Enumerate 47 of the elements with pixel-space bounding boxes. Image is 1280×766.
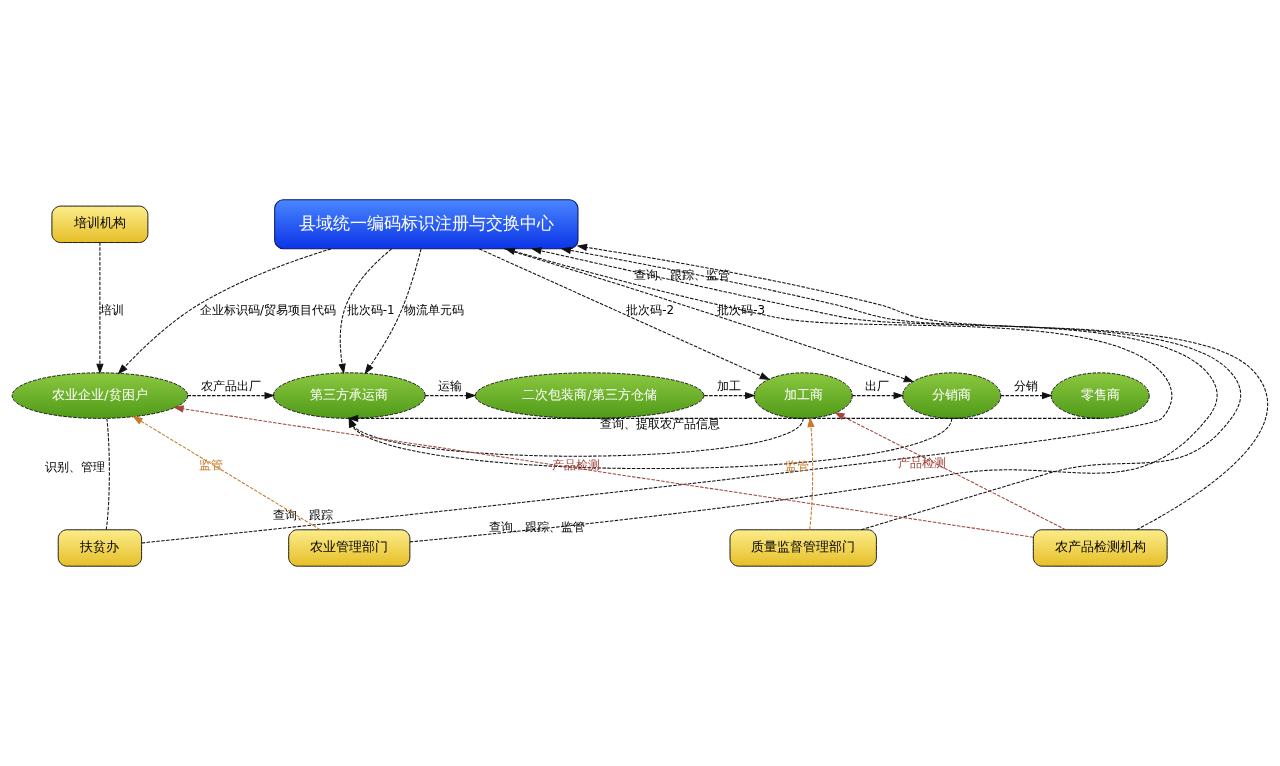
arrow [187,391,275,400]
arrow [703,391,756,400]
arrow [851,391,905,400]
edge-label: 农产品出厂 [200,378,261,393]
node-box: 县域统一编码标识注册与交换中心 [274,199,579,250]
edge-label: 物流单元码 [404,302,465,317]
arrow [348,416,953,470]
edge-label: 运输 [438,378,463,393]
edge-label: 出厂 [865,378,890,393]
edge-label: 查询、跟踪、监管 [633,267,730,282]
node-box: 扶贫办 [57,529,143,567]
edge-label: 加工 [717,378,742,393]
arrow [364,248,422,375]
edge-label: 产品检测 [898,456,947,471]
node-ellipse: 农业企业/贫困户 [11,372,189,419]
arrow [338,248,393,375]
node-ellipse: 二次包装商/第三方仓储 [474,372,705,419]
node-box: 质量监督管理部门 [729,529,877,567]
edge-label: 企业标识码/贸易项目代码 [200,302,337,317]
arrow [117,248,332,375]
arrow [409,247,1218,543]
arrow [478,248,771,381]
node-box: 培训机构 [51,205,149,243]
arrow [348,416,804,457]
arrow [96,242,104,375]
node-ellipse: 第三方承运商 [272,372,426,419]
arrow [347,414,1101,423]
connector [105,418,110,531]
arrow [173,405,1034,538]
node-ellipse: 零售商 [1050,372,1150,419]
edge-label: 分销 [1013,378,1038,393]
node-box: 农产品检测机构 [1032,529,1168,567]
arrow [807,416,815,531]
arrow [424,391,477,400]
arrow [503,248,915,383]
arrow [132,415,321,531]
edge-label: 批次码-1 [346,302,395,317]
arrow [1000,391,1053,400]
edge-label: 识别、管理 [45,460,106,475]
edge-label: 查询、提取农产品信息 [600,416,721,431]
edge-label: 批次码-2 [626,302,675,317]
node-box: 农业管理部门 [288,529,411,567]
arrow [141,247,1173,544]
edge-label: 监管 [198,458,223,473]
edge-label: 查询、跟踪 [273,507,334,522]
edge-label: 培训 [100,302,125,317]
arrow [834,412,1067,531]
